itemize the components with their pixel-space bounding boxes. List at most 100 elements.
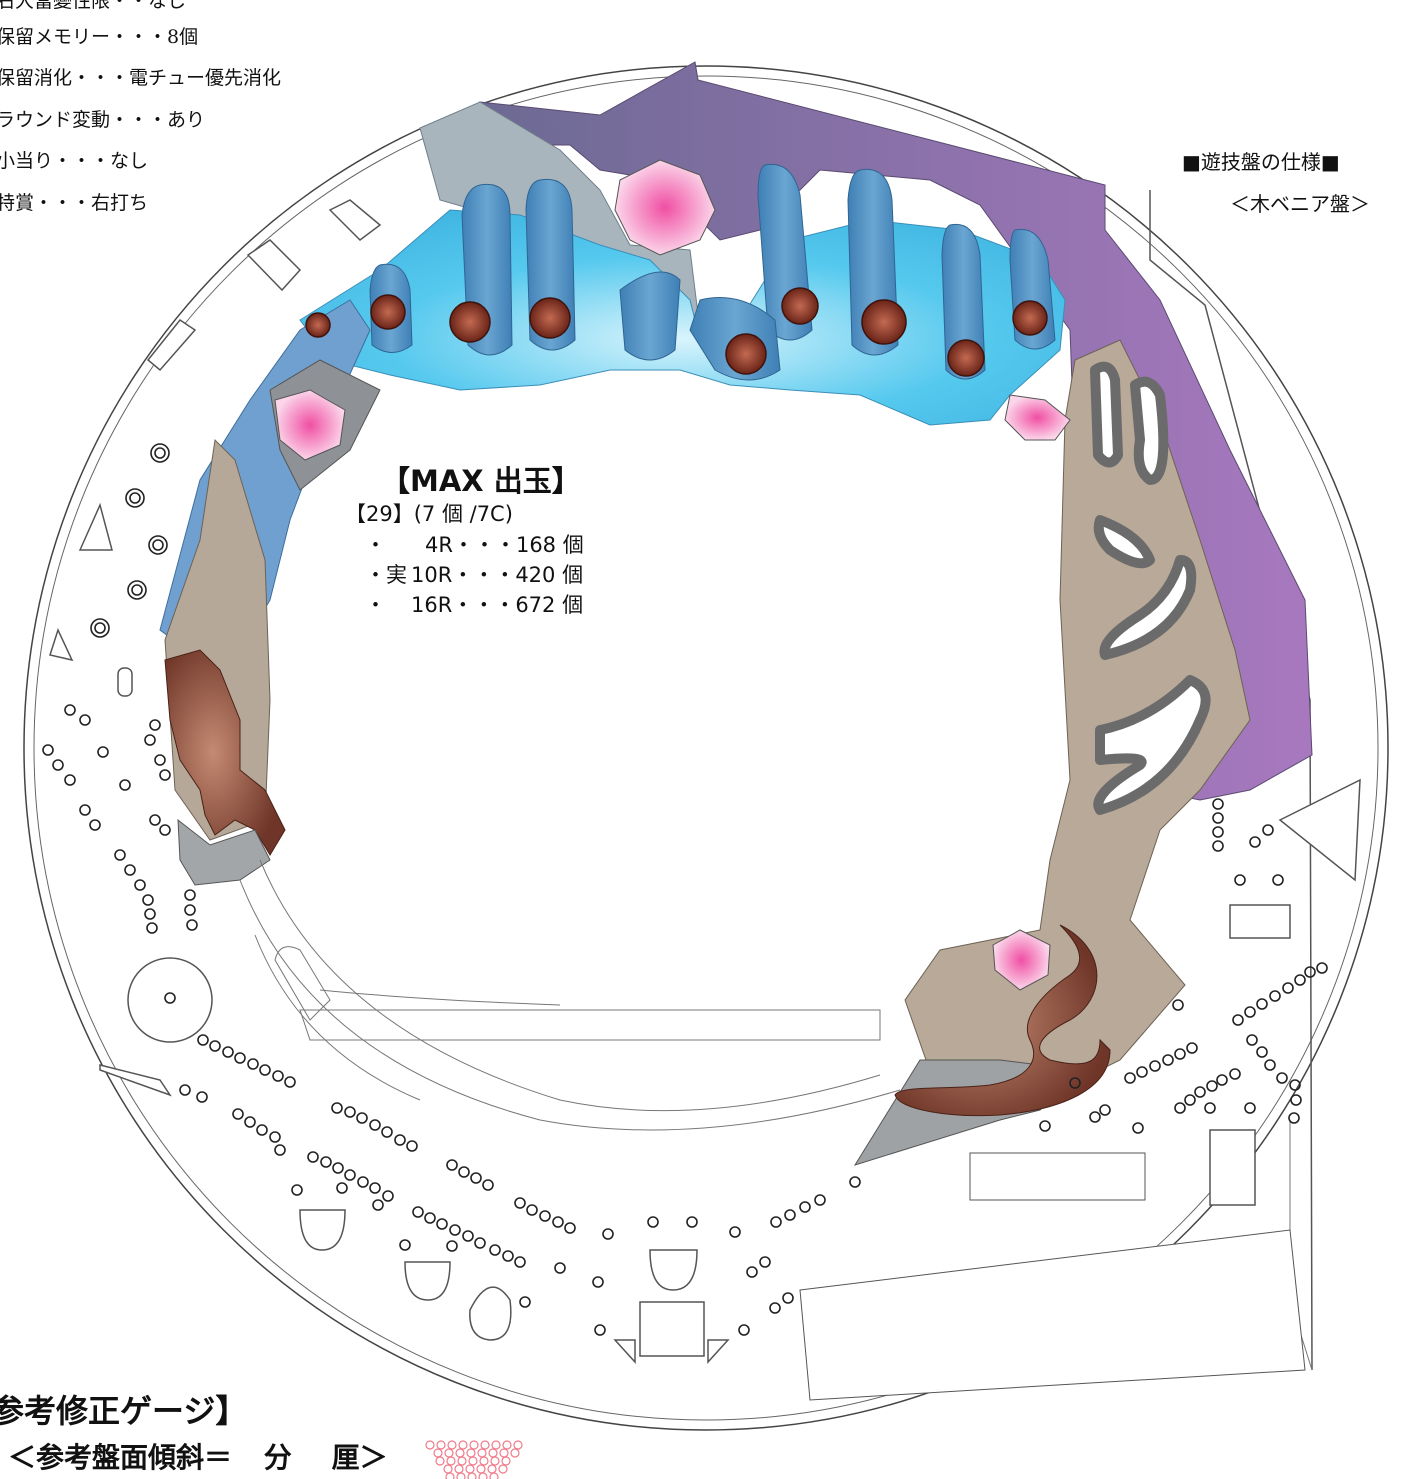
nail-pin	[1069, 1077, 1081, 1089]
nail-pin	[332, 1162, 344, 1174]
nail-pin	[849, 1176, 861, 1188]
nail-pin	[1212, 798, 1224, 810]
nail-pin	[1212, 826, 1224, 838]
nail-pin	[1149, 1060, 1161, 1072]
nail-pin	[1132, 1122, 1144, 1134]
max-payout-prefix: ・	[365, 533, 386, 557]
nail-pin	[436, 1218, 448, 1230]
nail-pin	[64, 774, 76, 786]
board-spec-title: ■遊技盤の仕様■	[1182, 150, 1340, 174]
nail-pin	[552, 1216, 564, 1228]
nail-pin	[814, 1194, 826, 1206]
pink-dot	[456, 1472, 466, 1479]
pin-ring	[148, 535, 168, 555]
nail-pin	[564, 1222, 576, 1234]
gauge-tilt-unit1: 分	[263, 1441, 292, 1474]
nail-pin	[382, 1190, 394, 1202]
nail-pin	[526, 1204, 538, 1216]
nail-pin	[394, 1134, 406, 1146]
pin-ring	[127, 580, 147, 600]
pink-dot	[502, 1440, 512, 1450]
max-payout-prefix: ・実	[365, 563, 407, 587]
pin-ring	[94, 622, 106, 634]
nail-pin	[746, 1266, 758, 1278]
nail-pin	[357, 1176, 369, 1188]
left-gray-base	[177, 818, 271, 886]
nail-pin	[1244, 1006, 1256, 1018]
gauge-tilt-prefix: ＜参考盤面傾斜＝	[8, 1441, 233, 1474]
pink-dot	[498, 1464, 508, 1474]
nail-pin	[782, 1292, 794, 1304]
nail-pin	[1206, 1080, 1218, 1092]
nail-pin	[186, 919, 198, 931]
nail-pin	[272, 1070, 284, 1082]
pink-bursts	[274, 159, 1071, 991]
nail-pin	[1316, 962, 1328, 974]
ring-logo-graphic	[1090, 361, 1211, 815]
right-rail	[1149, 190, 1313, 1371]
nail-pin	[1194, 1086, 1206, 1098]
nail-pin	[124, 864, 136, 876]
left-accessories	[49, 199, 1361, 1364]
nail-pin	[149, 719, 161, 731]
nail-pin	[256, 1124, 268, 1136]
pink-dot	[436, 1440, 446, 1450]
nail-pin	[1172, 999, 1184, 1011]
nail-pin	[234, 1052, 246, 1064]
nail-pin	[114, 849, 126, 861]
nail-pin	[1246, 1034, 1258, 1046]
pink-dot	[501, 1456, 511, 1466]
pink-dot	[445, 1472, 455, 1479]
board-spec-subtitle: ＜木ベニア盤＞	[1230, 192, 1370, 216]
nail-pin	[514, 1256, 526, 1268]
nail-pin	[470, 1172, 482, 1184]
nail-pin	[146, 922, 158, 934]
nail-pin	[474, 1237, 486, 1249]
pink-dot	[487, 1464, 497, 1474]
pink-dot	[479, 1456, 489, 1466]
nail-pin	[197, 1034, 209, 1046]
max-payout-round: 16R・・・672 個	[411, 593, 584, 617]
pink-dot	[477, 1448, 487, 1458]
nail-pin	[686, 1216, 698, 1228]
nail-pin	[1039, 1120, 1051, 1132]
spec-item: 特賞・・・右打ち	[0, 192, 149, 214]
nail-pin	[89, 819, 101, 831]
nail-pin	[372, 1199, 384, 1211]
nail-pin	[79, 714, 91, 726]
nail-pin	[462, 1230, 474, 1242]
nail-pin	[424, 1212, 436, 1224]
spiky-eyes	[305, 287, 1048, 377]
nail-pin	[458, 1166, 470, 1178]
nail-pin	[1186, 1042, 1198, 1054]
nail-pin	[336, 1182, 348, 1194]
nail-pin	[1244, 1102, 1256, 1114]
nail-pin	[770, 1216, 782, 1228]
nail-pin	[406, 1140, 418, 1152]
nail-pin	[1162, 1054, 1174, 1066]
nail-pin	[446, 1159, 458, 1171]
nail-pin	[602, 1228, 614, 1240]
max-payout-prefix: ・	[365, 593, 386, 617]
right-tan-column	[904, 339, 1251, 1121]
nail-pin	[144, 734, 156, 746]
pink-dot	[444, 1448, 454, 1458]
pink-dot	[443, 1464, 453, 1474]
pink-dot	[491, 1440, 501, 1450]
nail-pin	[519, 1296, 531, 1308]
nail-pin	[1174, 1048, 1186, 1060]
nail-pin	[1124, 1072, 1136, 1084]
nail-pin	[482, 1179, 494, 1191]
max-payout-round: 10R・・・420 個	[411, 563, 584, 587]
pink-dot	[466, 1448, 476, 1458]
nail-pin	[164, 992, 176, 1004]
nail-pin	[738, 1324, 750, 1336]
nail-pin	[284, 1076, 296, 1088]
nail-pin	[209, 1040, 221, 1052]
nail-pin	[449, 1224, 461, 1236]
nail-pin	[489, 1244, 501, 1256]
nail-pin	[144, 908, 156, 920]
pink-dot	[513, 1440, 523, 1450]
nail-pin	[369, 1119, 381, 1131]
